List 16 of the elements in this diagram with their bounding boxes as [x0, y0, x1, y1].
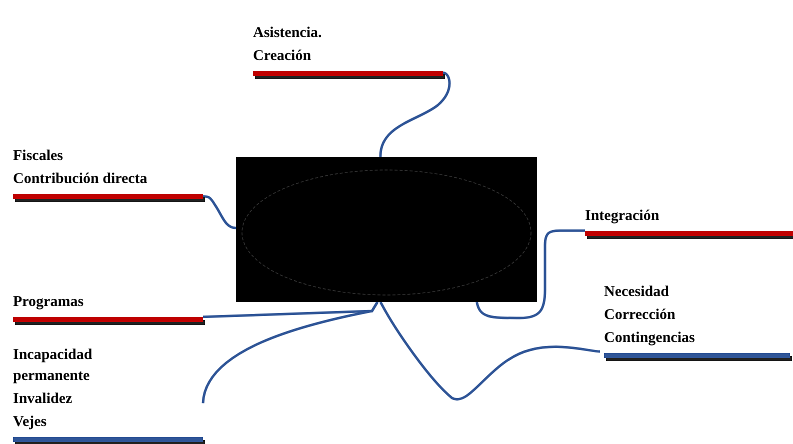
branch-label: Vejes — [13, 413, 48, 432]
branch-label: Contribución directa — [13, 170, 148, 189]
branch-label: Asistencia. — [253, 24, 323, 43]
branch-label: Fiscales — [13, 147, 64, 166]
connector-line — [379, 301, 600, 400]
central-box — [236, 157, 537, 302]
branch-label: Programas — [13, 293, 85, 312]
branch-label: Invalidez — [13, 390, 74, 409]
connector-line — [202, 301, 379, 404]
branch-label: Creación — [253, 47, 312, 66]
branch-label: Corrección — [604, 306, 676, 325]
branch-label: Contingencias — [604, 329, 696, 348]
branch-label: Integración — [585, 207, 660, 226]
branch-label: Necesidad — [604, 283, 670, 302]
branch-label: Incapacidad permanente — [13, 346, 94, 386]
connector-line — [202, 195, 236, 230]
